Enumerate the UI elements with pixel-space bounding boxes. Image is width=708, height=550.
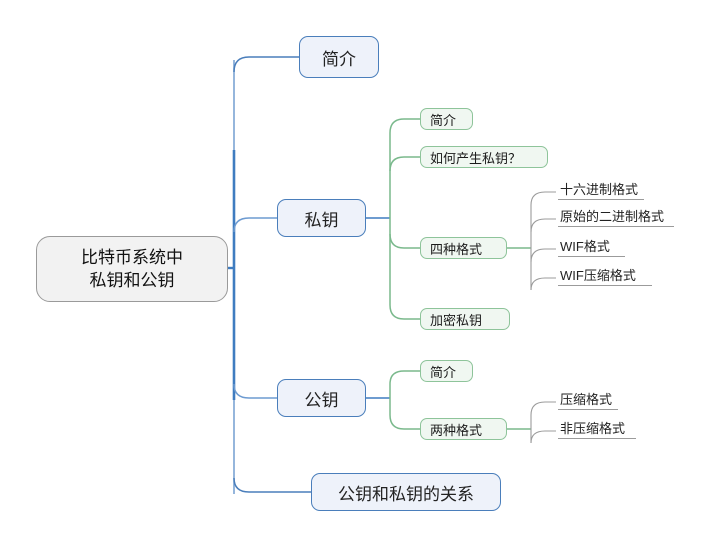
link-sizhong-l3 [530,248,556,263]
node-sijiao-encrypt[interactable]: 加密私钥 [420,308,510,330]
link-root-to-gongyao [233,383,277,399]
node-label: 公钥 [304,390,339,410]
link-root-to-guanxi [233,477,311,493]
link-root-to-sijiao [233,217,277,233]
node-label: 如何产生私钥？ [430,150,522,166]
leaf-uncompressed-format[interactable]: 非压缩格式 [558,420,636,439]
leaf-label: 非压缩格式 [560,421,626,436]
node-label: 简介 [322,49,356,69]
node-label: 加密私钥 [430,312,483,328]
leaf-raw-binary-format[interactable]: 原始的二进制格式 [558,208,674,227]
leaf-label: 压缩格式 [560,392,613,407]
node-label: 私钥 [304,210,339,230]
node-sijiao-jianjie[interactable]: 简介 [420,108,473,130]
link-sizhong-l1 [530,191,556,206]
leaf-compressed-format[interactable]: 压缩格式 [558,391,618,410]
node-label: 公钥和私钥的关系 [338,484,474,504]
node-label: 两种格式 [430,422,483,438]
link-sijiao-c4 [389,304,420,320]
node-sijiao-four-formats[interactable]: 四种格式 [420,237,507,259]
leaf-wif-compressed-format[interactable]: WIF压缩格式 [558,267,652,286]
link-sizhong-l2 [530,218,556,233]
link-sijiao-c3 [389,233,420,249]
root-node[interactable]: 比特币系统中 私钥和公钥 [36,236,228,302]
node-label: 四种格式 [430,241,483,257]
leaf-label: WIF压缩格式 [560,268,636,283]
link-sizhong-l4 [530,277,556,291]
leaf-label: 十六进制格式 [560,182,639,197]
leaf-label: WIF格式 [560,239,610,254]
node-sijiao-howto[interactable]: 如何产生私钥？ [420,146,548,168]
root-label-line1: 比特币系统中 [81,248,183,267]
root-label-line2: 私钥和公钥 [89,271,175,290]
node-branch-gongyao[interactable]: 公钥 [277,379,366,417]
link-sijiao-c2 [389,156,420,172]
link-sijiao-c1 [389,118,420,134]
node-branch-jianjie[interactable]: 简介 [299,36,379,78]
leaf-label: 原始的二进制格式 [560,209,665,224]
link-gongyao-c2 [389,414,420,430]
node-gongyao-jianjie[interactable]: 简介 [420,360,473,382]
node-label: 简介 [430,112,457,128]
leaf-hex-format[interactable]: 十六进制格式 [558,181,644,200]
node-label: 简介 [430,364,457,380]
node-branch-guanxi[interactable]: 公钥和私钥的关系 [311,473,501,511]
link-liangzhong-l2 [530,430,556,444]
link-liangzhong-l1 [530,401,556,416]
node-gongyao-two-formats[interactable]: 两种格式 [420,418,507,440]
node-branch-sijiao[interactable]: 私钥 [277,199,366,237]
link-gongyao-c1 [389,370,420,385]
link-root-to-jianjie [233,56,299,73]
leaf-wif-format[interactable]: WIF格式 [558,238,625,257]
